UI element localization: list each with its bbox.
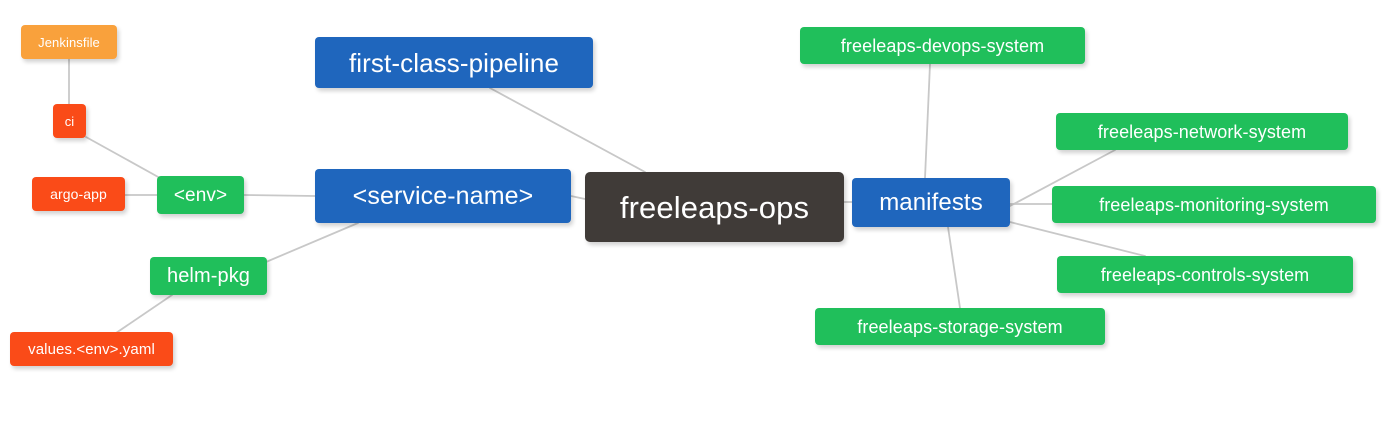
node-label: argo-app [50, 186, 107, 202]
node-label: values.<env>.yaml [28, 340, 155, 358]
node-argo-app[interactable]: argo-app [32, 177, 125, 211]
node-label: freeleaps-network-system [1097, 121, 1307, 142]
edge-service-name-to-freeleaps-ops [570, 195, 586, 200]
node-ci[interactable]: ci [53, 104, 86, 138]
edge-ci-to-env [85, 136, 161, 179]
node-freeleaps-storage-system[interactable]: freeleaps-storage-system [815, 308, 1105, 345]
node-freeleaps-controls-system[interactable]: freeleaps-controls-system [1057, 256, 1353, 293]
node-label: freeleaps-storage-system [857, 316, 1063, 337]
node-label: <env> [173, 184, 228, 206]
node-freeleaps-ops[interactable]: freeleaps-ops [585, 172, 844, 242]
edge-helm-pkg-to-values-env-yaml [115, 294, 173, 334]
node-freeleaps-devops-system[interactable]: freeleaps-devops-system [800, 27, 1085, 64]
node-values-env-yaml[interactable]: values.<env>.yaml [10, 332, 173, 366]
node-label: first-class-pipeline [348, 47, 560, 78]
edge-manifests-to-freeleaps-controls-system [1009, 221, 1146, 257]
node-jenkinsfile[interactable]: Jenkinsfile [21, 25, 117, 59]
node-label: helm-pkg [166, 265, 251, 287]
node-label: freeleaps-devops-system [840, 35, 1045, 56]
node-manifests[interactable]: manifests [852, 178, 1010, 227]
node-freeleaps-monitoring-system[interactable]: freeleaps-monitoring-system [1052, 186, 1376, 223]
node-label: ci [64, 113, 75, 129]
node-label: manifests [879, 188, 983, 216]
node-helm-pkg[interactable]: helm-pkg [150, 257, 267, 295]
node-label: freeleaps-monitoring-system [1099, 194, 1329, 215]
edge-first-class-pipeline-to-freeleaps-ops [489, 87, 646, 173]
node-label: freeleaps-ops [619, 189, 810, 225]
node-label: <service-name> [352, 181, 534, 210]
edge-service-name-to-helm-pkg [265, 222, 359, 263]
node-env[interactable]: <env> [157, 176, 244, 214]
node-first-class-pipeline[interactable]: first-class-pipeline [315, 37, 593, 88]
edge-env-to-service-name [243, 194, 316, 197]
node-service-name[interactable]: <service-name> [315, 169, 571, 223]
edge-manifests-to-freeleaps-devops-system [924, 63, 931, 179]
node-label: Jenkinsfile [38, 34, 100, 50]
node-freeleaps-network-system[interactable]: freeleaps-network-system [1056, 113, 1348, 150]
node-label: freeleaps-controls-system [1100, 264, 1310, 285]
edge-manifests-to-freeleaps-storage-system [947, 226, 961, 309]
